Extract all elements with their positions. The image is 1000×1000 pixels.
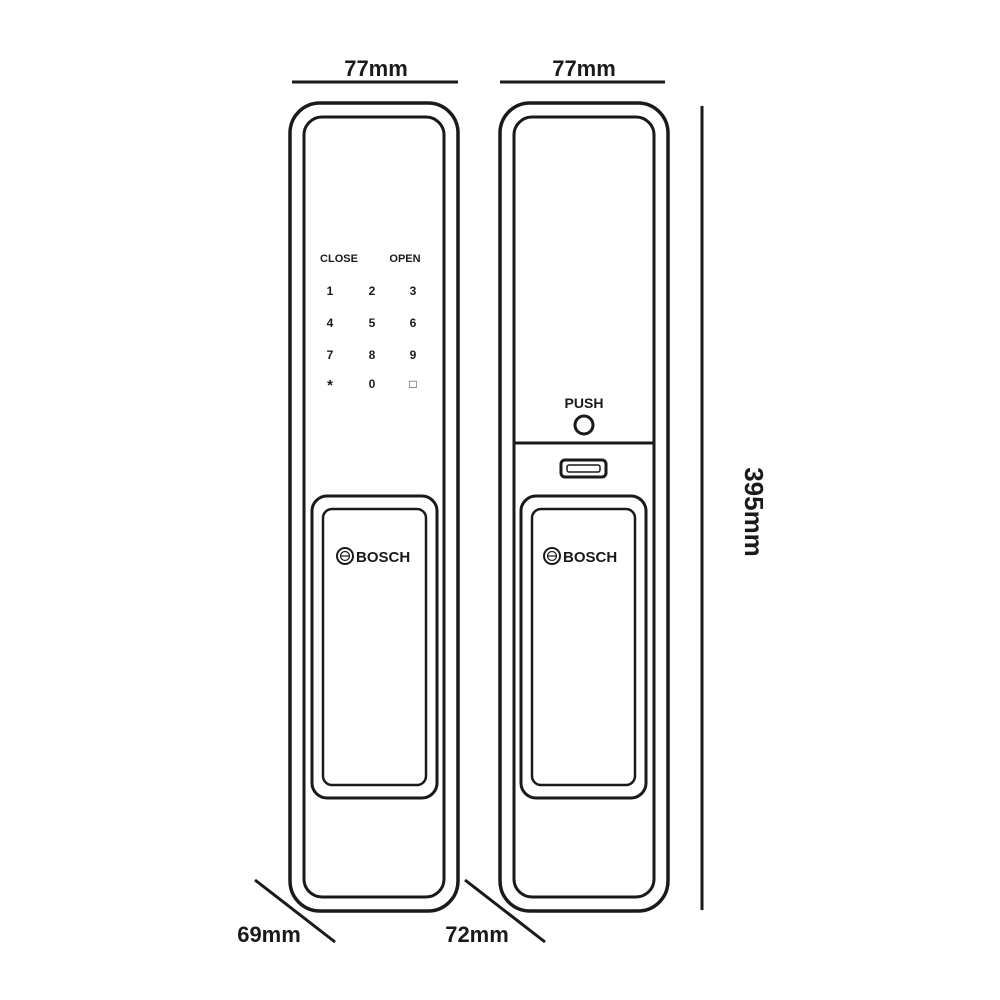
back-depth-line [464, 878, 546, 944]
front-keypad: CLOSE OPEN 1 2 3 4 5 6 7 8 9 * 0 □ [320, 253, 421, 394]
keypad-key-star: * [327, 377, 333, 394]
back-bosch-logo-icon [543, 547, 561, 565]
back-outer-body [498, 101, 670, 913]
keypad-key-0: 0 [369, 377, 376, 391]
battery-slot-icon [559, 458, 608, 479]
back-panel: PUSH BOSCH [498, 101, 670, 913]
keypad-key-5: 5 [369, 316, 376, 330]
front-width-label: 77mm [344, 56, 408, 81]
keypad-key-3: 3 [410, 284, 417, 298]
keypad-key-8: 8 [369, 348, 376, 362]
open-label: OPEN [389, 253, 420, 265]
front-handle-inner [321, 507, 428, 787]
back-handle-inner [530, 507, 637, 787]
front-panel: CLOSE OPEN 1 2 3 4 5 6 7 8 9 * 0 □ BOSCH [288, 101, 460, 913]
front-bosch-logo-icon [336, 547, 354, 565]
close-label: CLOSE [320, 253, 358, 265]
battery-slot-inner [566, 464, 601, 473]
keypad-key-square: □ [409, 377, 416, 391]
push-label: PUSH [565, 395, 604, 411]
front-outer-body [288, 101, 460, 913]
front-handle-outer [310, 494, 439, 800]
back-depth-label: 72mm [445, 922, 509, 947]
back-inner-face [512, 115, 656, 899]
front-inner-face [302, 115, 446, 899]
keypad-key-9: 9 [410, 348, 417, 362]
front-depth-line [254, 878, 336, 944]
keypad-key-6: 6 [410, 316, 417, 330]
back-brand-label: BOSCH [563, 549, 617, 566]
dimension-annotations: 77mm 77mm 395mm 69mm 72mm [237, 56, 769, 947]
keypad-key-7: 7 [327, 348, 334, 362]
front-brand-label: BOSCH [356, 549, 410, 566]
back-width-label: 77mm [552, 56, 616, 81]
front-depth-label: 69mm [237, 922, 301, 947]
keypad-key-2: 2 [369, 284, 376, 298]
keypad-key-1: 1 [327, 284, 334, 298]
keypad-key-4: 4 [327, 316, 334, 330]
push-button-icon [573, 414, 595, 436]
back-handle-outer [519, 494, 648, 800]
height-label: 395mm [739, 467, 769, 557]
